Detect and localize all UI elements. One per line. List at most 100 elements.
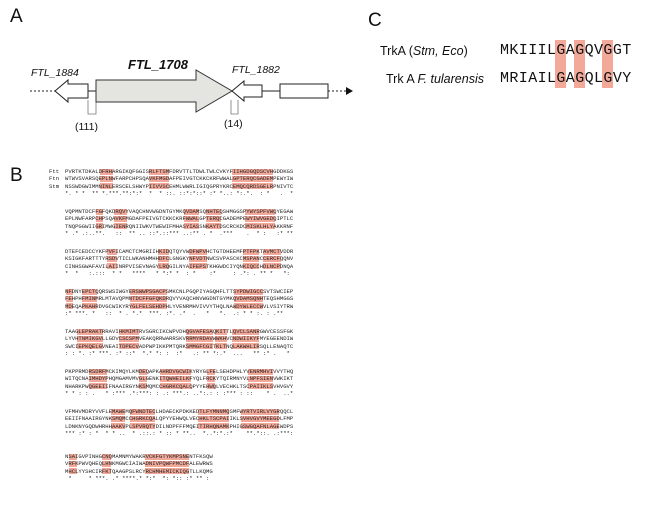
alignment-highlight — [89, 383, 107, 390]
alignment-highlight — [89, 375, 107, 383]
alignment-highlight — [160, 368, 177, 375]
alignment-highlight — [257, 215, 275, 223]
alignment-residues: VFMHVMDRYVVFLEMAWEMQFWNDTECLHDAECKPDKKED… — [65, 408, 293, 415]
alignment-highlight — [237, 295, 263, 303]
alignment-residues: : : *. :* ***. :* ::* *.* *: : :* .: ** … — [65, 349, 293, 357]
alignment-highlight — [164, 375, 191, 383]
alignment-residues: PKPPRMDRSDRFMCKIMQYLKMDEQAPKAHRDVGCWIKYR… — [65, 368, 293, 375]
alignment-highlight — [186, 335, 213, 343]
motif-sequence-1: MKIIILGAGQVGGT — [500, 42, 632, 59]
alignment-residues: *** :* : * * * .. * .::.: * :: * **.. *.… — [65, 429, 293, 437]
alignment-highlight — [254, 175, 273, 183]
alignment-sequence-row: EEIIFNAAIRGYNKSMQMCCHGRKCQALQPYYEHWQLVEC… — [52, 415, 352, 422]
alignment-sequence-row: DTEFCEDCCYKFPVFICAMCTCMGRIIHKIDQTQYVWDFW… — [52, 248, 352, 255]
alignment-residues: KSIGKFARTTTYRSDVTICLWKANHMHHDFCLGNGKYNFV… — [65, 255, 293, 263]
alignment-highlight — [69, 468, 77, 475]
alignment-highlight — [215, 328, 227, 335]
alignment-highlight — [107, 255, 117, 263]
alignment-highlight — [66, 295, 73, 303]
alignment-highlight — [214, 423, 229, 430]
alignment-sequence-row: VQPMNTDCFFGFQKDRQVYVAQCHNVWGDNTGYMKQVDAM… — [52, 208, 352, 215]
alignment-highlight — [245, 335, 259, 343]
alignment-sequence-row: NSAIGVPINHGCNQMAMNMYWAKRVCKFGTYKMPSNENTF… — [52, 453, 352, 460]
motif-highlight-1 — [555, 40, 566, 88]
alignment-sequence-row: TNQPGGWIIGRIMWGIENRQNIIWKVTWEWIFMHASYIAS… — [52, 223, 352, 230]
alignment-highlight — [111, 423, 125, 430]
alignment-sequence-row: MHCLYYSHCIRFKTQAAGPSLRCYRCHMHEMICKIQGTLL… — [52, 468, 352, 475]
alignment-highlight — [196, 255, 203, 263]
alignment-residues: TAAGLEPRAKTRRAVIHKMIMTRVSGRCIKCWPVDHQGVA… — [65, 328, 293, 335]
alignment-highlight — [242, 408, 253, 415]
alignment-residues: * * ***. .* ****.* *:* *: *:: :* ** : — [65, 474, 213, 482]
alignment-highlight — [232, 328, 257, 335]
alignment-residues: VQPMNTDCFFGFQKDRQVYVAQCHNVWGDNTGYMKQVDAM… — [65, 208, 293, 215]
alignment-highlight — [107, 248, 117, 255]
alignment-highlight — [119, 335, 139, 343]
alignment-row-label: Stm — [49, 182, 60, 190]
alignment-highlight — [130, 408, 155, 415]
alignment-residues: * * :.::: * * **** * *:* * : * :* : .*: … — [65, 269, 293, 277]
alignment-highlight — [165, 453, 189, 460]
spacer-length-left: (111) — [75, 121, 98, 133]
alignment-block: PKPPRMDRSDRFMCKIMQYLKMDEQAPKAHRDVGCWIKYR… — [52, 368, 352, 397]
alignment-consensus-row: * * : : . * :*** .*:***: : .: ***.: ..*:… — [52, 390, 352, 397]
alignment-highlight — [198, 415, 217, 423]
alignment-highlight — [149, 168, 169, 175]
gene-map-diagram — [30, 69, 353, 115]
alignment-highlight — [237, 288, 263, 295]
alignment-highlight — [145, 468, 169, 475]
gene-arrow-ftl1708 — [95, 69, 233, 113]
alignment-block: NSAIGVPINHGCNQMAMNMYWAKRVCKFGTYKMPSNENTF… — [52, 453, 352, 482]
alignment-highlight — [242, 423, 253, 430]
alignment-highlight — [160, 383, 177, 390]
alignment-highlight — [139, 375, 147, 383]
alignment-highlight — [248, 368, 273, 375]
alignment-highlight — [82, 288, 97, 295]
alignment-highlight — [119, 328, 139, 335]
alignment-highlight — [130, 415, 155, 423]
alignment-residues: MHCLYYSHCIRFKTQAAGPSLRCYRCHMHEMICKIQGTLL… — [65, 467, 213, 475]
alignment-highlight — [107, 263, 117, 270]
alignment-consensus-row: *. * * ** *.***.**:*:* * * ::. ::*:*::* … — [52, 190, 352, 197]
alignment-residues: NSAIGVPINHGCNQMAMNMYWAKRVCKFGTYKMPSNENTF… — [65, 453, 213, 460]
motif-highlight-2 — [574, 40, 585, 88]
alignment-highlight — [198, 408, 217, 415]
alignment-highlight — [130, 423, 155, 430]
alignment-residues: DTEFCEDCCYKFPVFICAMCTCMGRIIHKIDQTQYVWDFW… — [65, 248, 293, 255]
alignment-sequence-row: WITQCNAIMHDYPHQMGAMVMVGLGENKITQWHEILKFYQ… — [52, 375, 352, 382]
alignment-consensus-row: *** :* : * * * .. * .::.: * :: * **.. *.… — [52, 430, 352, 437]
alignment-highlight — [140, 303, 167, 310]
alignment-residues: NFDNYEPCTQQRSWSIWGYERSWWPSGACPSMKCNLPGQP… — [65, 288, 293, 295]
alignment-highlight — [248, 375, 273, 383]
alignment-residues: EPLNWFARPCHPSQAVKFMGDAFPEIVGTCKKCKRFWWAL… — [65, 215, 293, 223]
alignment-residues: MDEQAPKAHRDVGCWIKYRYGLFELSEHDPHLYVENRMHV… — [65, 302, 293, 310]
alignment-sequence-row: MDEQAPKAHRDVGCWIKYRYGLFELSEHDPHLYVENRMHV… — [52, 303, 352, 310]
alignment-highlight — [66, 303, 73, 310]
alignment-highlight — [130, 295, 147, 303]
alignment-highlight — [239, 175, 263, 183]
alignment-highlight — [215, 343, 227, 350]
alignment-highlight — [232, 175, 251, 183]
alignment-highlight — [164, 368, 191, 375]
gene-label-ftl1708: FTL_1708 — [128, 57, 188, 72]
alignment-consensus-row: * * :.::: * * **** * *:* * : * :* : .*: … — [52, 270, 352, 277]
alignment-sequence-row: NFDNYEPCTQQRSWSIWGYERSWWPSGACPSMKCNLPGQP… — [52, 288, 352, 295]
alignment-highlight — [96, 223, 103, 230]
alignment-highlight — [214, 415, 229, 423]
alignment-highlight — [114, 223, 127, 230]
alignment-highlight — [206, 215, 221, 223]
alignment-highlight — [160, 375, 177, 383]
alignment-highlight — [77, 343, 103, 350]
alignment-sequence-row: TAAGLEPRAKTRRAVIHKMIMTRVSGRCIKCWPVDHQGVA… — [52, 328, 352, 335]
alignment-highlight — [196, 263, 203, 270]
alignment-block: DTEFCEDCCYKFPVFICAMCTCMGRIIHKIDQTQYVWDFW… — [52, 248, 352, 277]
alignment-highlight — [215, 335, 227, 343]
alignment-sequence-row: KSIGKFARTTTYRSDVTICLWKANHMHHDFCLGNGKYNFV… — [52, 255, 352, 262]
alignment-highlight — [89, 368, 107, 375]
alignment-highlight — [245, 343, 259, 350]
